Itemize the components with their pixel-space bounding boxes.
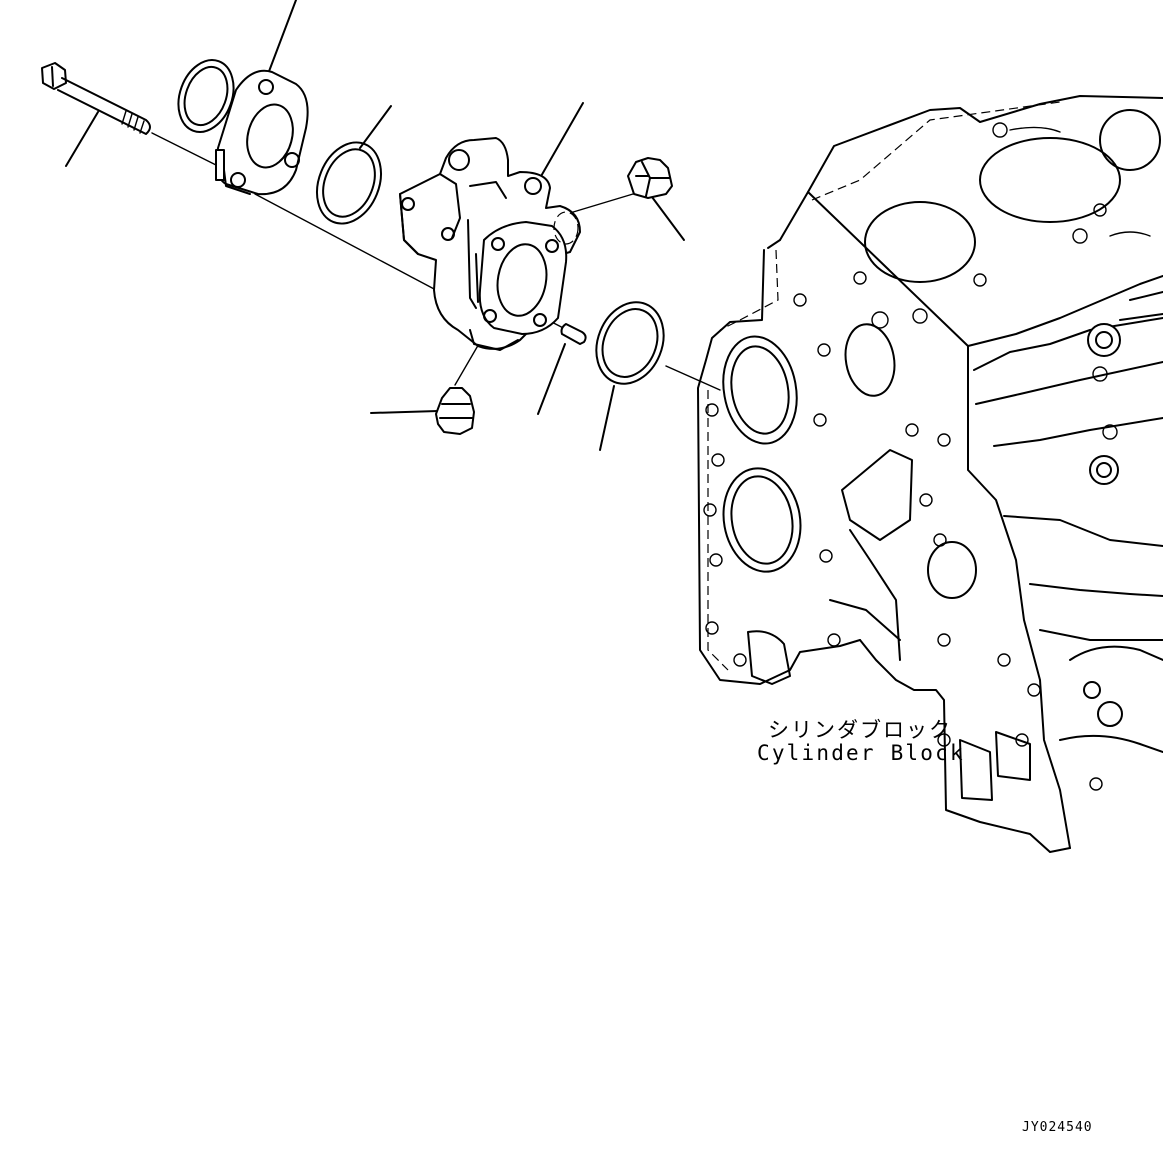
cylinder-block — [697, 95, 1163, 853]
o-ring-lower — [595, 301, 665, 385]
cylinder-block-label-en: Cylinder Block — [757, 741, 965, 765]
leader-lines — [65, 0, 685, 451]
bolt — [41, 62, 151, 135]
plug-upper — [627, 157, 673, 199]
drawing-id: JY024540 — [1022, 1120, 1093, 1135]
plug-lower — [435, 387, 475, 435]
o-ring-upper — [316, 141, 382, 225]
elbow-pipe — [177, 59, 309, 196]
thermostat-housing — [399, 137, 581, 351]
cylinder-block-label-jp: シリンダブロック — [768, 718, 952, 742]
dowel-pin — [560, 323, 587, 345]
